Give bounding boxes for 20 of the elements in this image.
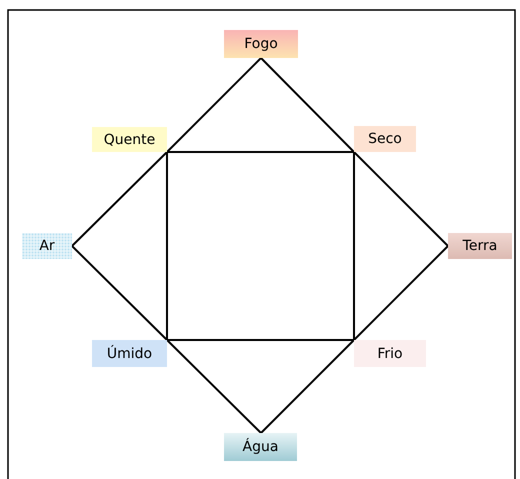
connector-line	[71, 245, 168, 341]
element-label: Quente	[92, 127, 167, 152]
connector-line	[166, 152, 168, 340]
connector-line	[166, 339, 262, 434]
connector-line	[71, 151, 168, 247]
connector-line	[353, 245, 449, 341]
connector-line	[353, 152, 355, 340]
connector-line	[260, 57, 355, 153]
connector-line	[167, 151, 354, 153]
element-label: Fogo	[224, 30, 298, 58]
element-label: Terra	[448, 233, 512, 259]
connector-line	[260, 339, 355, 434]
element-label: Ar	[22, 233, 72, 259]
connector-line	[167, 339, 354, 341]
element-label: Água	[224, 433, 297, 461]
element-label: Seco	[354, 126, 416, 152]
connector-line	[353, 151, 449, 247]
element-label: Úmido	[92, 340, 167, 367]
element-label: Frio	[354, 340, 426, 367]
connector-line	[166, 57, 262, 153]
